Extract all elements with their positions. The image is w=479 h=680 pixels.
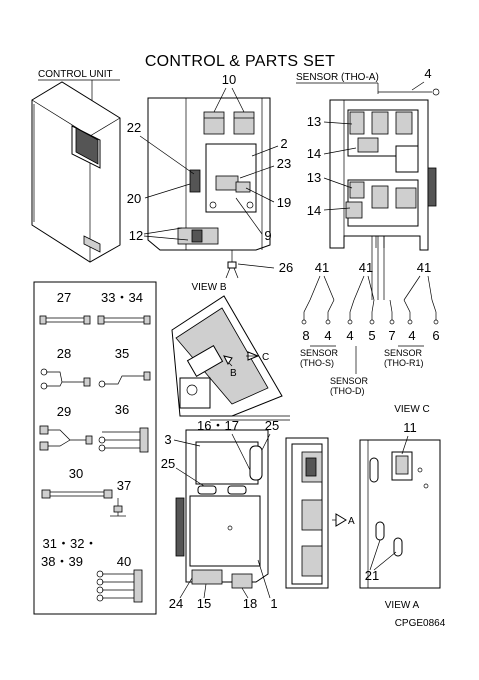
sensor-tho-r1-line1: SENSOR <box>384 348 423 358</box>
callout-40: 40 <box>117 554 131 569</box>
callout-3: 3 <box>164 432 171 447</box>
callout-41-mid: 41 <box>359 260 373 275</box>
sensor-tho-r1-line2: (THO-R1) <box>384 358 424 368</box>
callout-8: 8 <box>302 328 309 343</box>
callout-2: 2 <box>280 136 287 151</box>
callout-24: 24 <box>169 596 183 611</box>
figure-code: CPGE0864 <box>395 618 446 629</box>
callout-22: 22 <box>127 120 141 135</box>
side-section-figure: A <box>285 437 355 589</box>
callout-25-upper: 25 <box>265 418 279 433</box>
callout-1: 1 <box>270 596 277 611</box>
callout-29: 29 <box>57 404 71 419</box>
callout-4-c: 4 <box>408 328 415 343</box>
callout-9: 9 <box>264 228 271 243</box>
callout-12: 12 <box>129 228 143 243</box>
sensor-tho-s-line1: SENSOR <box>300 348 339 358</box>
callout-41-right: 41 <box>417 260 431 275</box>
callout-37: 37 <box>117 478 131 493</box>
callout-26: 26 <box>279 260 293 275</box>
sensor-tho-s-line2: (THO-S) <box>300 358 334 368</box>
callout-35: 35 <box>115 346 129 361</box>
arrow-b-label: B <box>230 368 237 379</box>
callout-30: 30 <box>69 466 83 481</box>
callout-10: 10 <box>222 72 236 87</box>
callout-16-17: 16・17 <box>197 418 239 433</box>
view-b-figure: 10 22 2 23 20 19 9 12 26 VIEW B <box>127 72 293 293</box>
angled-panel-figure: C B <box>171 295 290 421</box>
callout-20: 20 <box>127 191 141 206</box>
callout-14-upper: 14 <box>307 146 321 161</box>
callout-4-b: 4 <box>346 328 353 343</box>
callout-14-lower: 14 <box>307 203 321 218</box>
callout-33-34: 33・34 <box>101 290 143 305</box>
outdoor-unit-box-figure: SENSOR (THO-A) 4 13 14 13 14 <box>296 66 440 251</box>
callout-4-a: 4 <box>324 328 331 343</box>
view-c-label: VIEW C <box>394 404 430 415</box>
callout-31-32: 31・32・ <box>43 536 98 551</box>
callout-38-39: 38・39 <box>41 554 83 569</box>
arrow-c-label: C <box>262 352 269 363</box>
callout-23: 23 <box>277 156 291 171</box>
bottom-assembly-figure: 3 16・17 25 25 24 15 18 1 <box>161 418 279 611</box>
callout-7: 7 <box>388 328 395 343</box>
callout-5: 5 <box>368 328 375 343</box>
callout-41-left: 41 <box>315 260 329 275</box>
callout-11: 11 <box>403 420 417 435</box>
callout-15: 15 <box>197 596 211 611</box>
callout-36: 36 <box>115 402 129 417</box>
callout-25-lower: 25 <box>161 456 175 471</box>
parts-set-panel: 27 33・34 28 35 29 36 30 37 <box>33 281 157 615</box>
callout-18: 18 <box>243 596 257 611</box>
callout-19: 19 <box>277 195 291 210</box>
view-a-label: VIEW A <box>385 600 420 611</box>
sensor-tho-d-line2: (THO-D) <box>330 386 365 396</box>
callout-28: 28 <box>57 346 71 361</box>
control-unit-figure: CONTROL UNIT <box>31 69 121 263</box>
view-b-label: VIEW B <box>191 282 226 293</box>
callout-13-upper: 13 <box>307 114 321 129</box>
arrow-a-label: A <box>348 516 355 527</box>
sensor-tho-d-line1: SENSOR <box>330 376 369 386</box>
callout-6: 6 <box>432 328 439 343</box>
control-unit-label: CONTROL UNIT <box>38 69 113 80</box>
view-c-sensors-figure: 41 41 41 8 4 4 5 7 4 6 SENSOR (THO-S) SE… <box>300 236 440 415</box>
sensor-tho-a-label: SENSOR (THO-A) <box>296 72 379 83</box>
callout-21: 21 <box>365 568 379 583</box>
view-a-figure: 11 21 VIEW A <box>359 420 441 611</box>
callout-27: 27 <box>57 290 71 305</box>
callout-4-top: 4 <box>424 66 431 81</box>
diagram-title: CONTROL & PARTS SET <box>145 53 335 70</box>
callout-13-lower: 13 <box>307 170 321 185</box>
